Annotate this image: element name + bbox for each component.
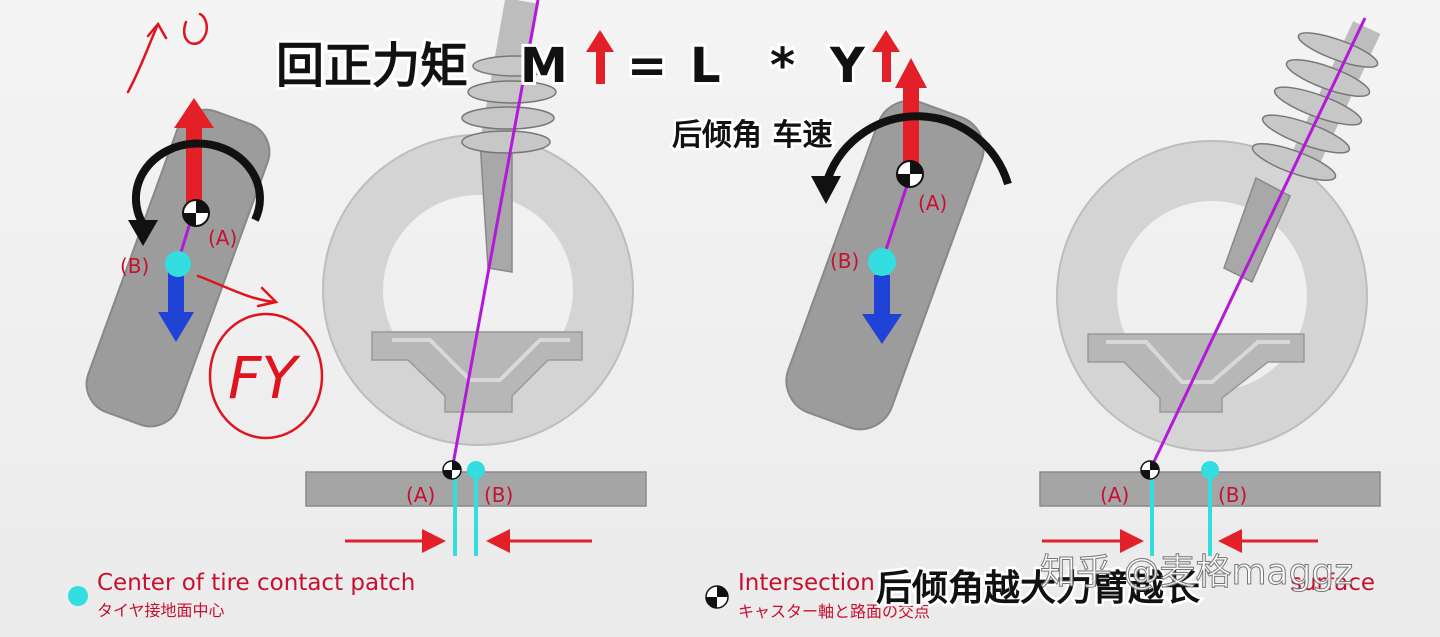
- title-multiply: *: [770, 38, 795, 94]
- strut-body-right: [1223, 176, 1291, 284]
- legend-contact-en: Center of tire contact patch: [97, 570, 415, 596]
- coil-spring-right: [1251, 32, 1379, 182]
- intersection-point-right: [1140, 460, 1160, 480]
- watermark: 知乎 @麦格maggz: [1040, 552, 1353, 593]
- left-tire-top-view: (A) (B): [85, 98, 271, 428]
- legend-intersection-jp: キャスター軸と路面の交点: [738, 602, 930, 621]
- hand-fy-text: FY: [228, 344, 301, 412]
- moment-arrowhead-right: [811, 176, 841, 204]
- hand-arrowhead-fy: [256, 286, 279, 308]
- contact-center-marker-right: [868, 248, 896, 276]
- caster-axis-right: [1148, 17, 1367, 471]
- legend-intersection-tail: surface: [1290, 570, 1375, 596]
- moment-arc-right: [824, 112, 1012, 186]
- right-wheel-side-view: (A) (B): [1039, 17, 1381, 556]
- wheel-outer-edge-right: [1056, 140, 1368, 452]
- contact-point-right: [1201, 461, 1219, 479]
- legend-contact-swatch: [68, 586, 88, 606]
- title-formula: 回正力矩 M = L * Y: [273, 30, 900, 97]
- hand-stroke-v: [183, 12, 208, 45]
- contact-point-left: [467, 461, 485, 479]
- label-b-left-bottom: (B): [484, 483, 513, 507]
- label-b-right-bottom: (B): [1218, 483, 1247, 507]
- handwritten-annotations: FY: [126, 12, 324, 440]
- up-arrow-icon: [872, 30, 900, 82]
- red-force-arrow-right: [903, 85, 919, 167]
- blue-force-arrow-right: [874, 275, 890, 317]
- strut-body-left: [479, 139, 513, 273]
- label-b-right-top: (B): [830, 249, 859, 273]
- label-a-left-bottom: (A): [406, 483, 435, 507]
- legend-intersection-en: Intersection: [738, 570, 875, 596]
- title-y: Y: [829, 38, 866, 94]
- caster-axis-segment-right: [880, 175, 912, 263]
- caster-axis-left: [450, 0, 540, 471]
- hand-stroke-arrow: [126, 22, 160, 94]
- title-l: L: [690, 38, 721, 94]
- label-a-right-top: (A): [918, 191, 947, 215]
- hand-stroke-arrowhead: [146, 21, 168, 40]
- left-wheel-side-view: (A) (B): [305, 0, 647, 556]
- contact-center-marker-left: [165, 251, 191, 277]
- subtitle-factors: 后倾角 车速: [672, 118, 832, 153]
- up-arrow-icon: [586, 30, 614, 84]
- intersection-marker-right: [896, 160, 924, 188]
- right-tire-top-view: (A) (B): [785, 58, 1012, 431]
- title-m: M: [520, 38, 568, 94]
- coil-spring-left: [461, 55, 558, 154]
- blue-force-arrow-left: [168, 270, 184, 315]
- legend: Center of tire contact patch タイヤ接地面中心 In…: [68, 570, 1375, 621]
- moment-arrowhead-left: [128, 220, 158, 246]
- wheel-rim-left: [323, 135, 633, 445]
- legend-contact-jp: タイヤ接地面中心: [97, 601, 225, 620]
- intersection-marker-left: [182, 199, 210, 227]
- legend-intersection-swatch: [705, 585, 729, 609]
- caption-overlay: 后倾角越大力臂越长: [876, 568, 1200, 609]
- label-a-left-top: (A): [208, 226, 237, 250]
- label-b-left-top: (B): [120, 254, 149, 278]
- wheel-rim-right: [1057, 141, 1367, 451]
- title-label: 回正力矩: [276, 38, 468, 94]
- title-equals: =: [627, 38, 667, 94]
- label-a-right-bottom: (A): [1100, 483, 1129, 507]
- intersection-point-left: [442, 460, 462, 480]
- hand-circle-fy: [208, 312, 324, 440]
- red-force-arrow-left: [186, 125, 202, 205]
- hand-arrow-to-fy: [196, 274, 277, 304]
- moment-arc-left: [131, 139, 264, 227]
